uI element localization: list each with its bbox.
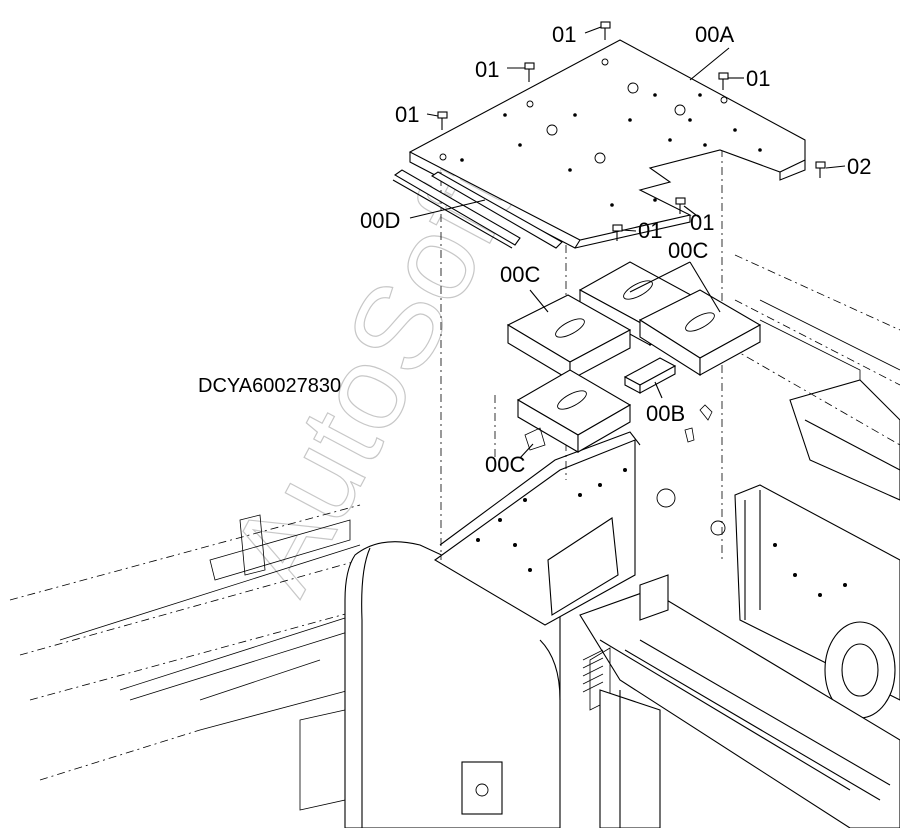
callout-00D: 00D bbox=[360, 208, 400, 233]
drawing-number: DCYA60027830 bbox=[198, 375, 341, 397]
spacer-block-00C-left bbox=[506, 294, 632, 381]
callout-00C-c: 00C bbox=[485, 452, 525, 477]
callout-01-f: 01 bbox=[638, 218, 662, 243]
callout-02: 02 bbox=[847, 154, 871, 179]
callout-labels: 01 01 00A 01 01 02 00D 01 01 00C 00C 00B… bbox=[198, 22, 871, 477]
callout-00C-a: 00C bbox=[500, 262, 540, 287]
bolt-icon bbox=[815, 161, 826, 178]
spacer-block-00C-bottom bbox=[516, 369, 632, 453]
callout-01-a: 01 bbox=[552, 22, 576, 47]
callout-00C-b: 00C bbox=[668, 238, 708, 263]
bolt-icon bbox=[612, 224, 623, 241]
bolt-icon bbox=[524, 62, 535, 82]
spacer-block-00C-right bbox=[638, 289, 762, 376]
bolt-icon bbox=[718, 72, 729, 90]
callout-00B: 00B bbox=[646, 401, 685, 426]
base-frame bbox=[9, 254, 900, 828]
cover-plate-00A bbox=[408, 39, 806, 249]
bolt-icon bbox=[437, 111, 448, 130]
block-00B bbox=[623, 357, 677, 394]
seal-strip-00D bbox=[392, 169, 563, 249]
vent-grille bbox=[582, 649, 604, 693]
access-latch bbox=[461, 761, 503, 815]
callout-01-e: 01 bbox=[690, 210, 714, 235]
leader-lines bbox=[409, 26, 846, 459]
bolt-icon bbox=[600, 21, 611, 40]
bolts bbox=[437, 21, 826, 241]
callout-01-b: 01 bbox=[475, 57, 499, 82]
callout-01-d: 01 bbox=[395, 102, 419, 127]
callout-01-c: 01 bbox=[746, 66, 770, 91]
bolt-icon bbox=[675, 197, 686, 214]
callout-00A: 00A bbox=[695, 22, 734, 47]
